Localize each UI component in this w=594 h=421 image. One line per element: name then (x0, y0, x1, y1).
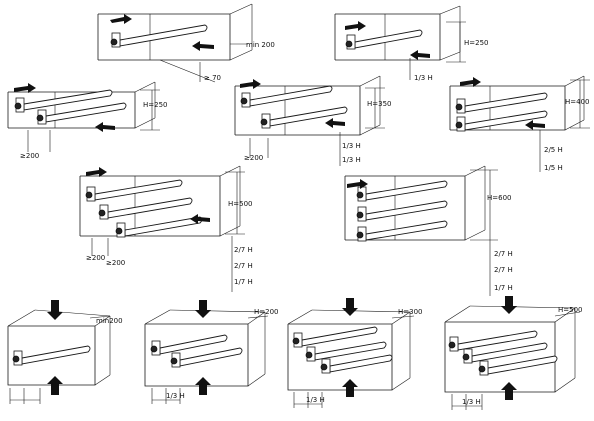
airflow-arrow (47, 300, 63, 320)
detail-1-single-pipe: min 200 ≥ 70 (97, 3, 275, 83)
airflow-arrow (345, 21, 366, 31)
dim-label: min200 (96, 317, 123, 325)
airflow-arrow (342, 298, 358, 316)
dim-label: 2/7 H (234, 262, 253, 270)
dim-label: 2/5 H (544, 146, 563, 154)
airflow-arrow (501, 296, 517, 314)
airflow-arrow (501, 382, 517, 400)
dim-label: 1/3 H (462, 398, 481, 406)
detail-4-double-pipe: H=350 ≥200 1/3 H 1/3 H (234, 75, 392, 166)
detail-7-triple-pipe: H=600 2/7 H 2/7 H 1/7 H (344, 165, 513, 296)
airflow-arrow (47, 376, 63, 395)
detail-8-vertical-flow: min200 (7, 300, 123, 404)
dim-label: 1/3 H (306, 396, 325, 404)
dim-label: 1/3 H (342, 142, 361, 150)
dim-label: H=250 (143, 101, 168, 109)
airflow-arrow (110, 14, 132, 24)
dim-label: H=500 (228, 200, 253, 208)
dim-label: 1/3 H (166, 392, 185, 400)
dim-label: 1/7 H (494, 284, 513, 292)
detail-2-single-pipe: H=250 1/3 H (334, 5, 489, 82)
dim-label: 2/7 H (234, 246, 253, 254)
airflow-arrow (14, 83, 36, 93)
airflow-arrow (86, 167, 107, 177)
dim-label: ≥200 (86, 254, 105, 262)
detail-10-vertical-flow: H=300 1/3 H (287, 298, 423, 408)
dim-label: ≥ 70 (204, 74, 221, 82)
dim-label: ≥200 (106, 259, 125, 267)
detail-5-double-pipe: H=400 2/5 H 1/5 H (449, 75, 590, 172)
dim-label: 1/3 H (342, 156, 361, 164)
airflow-arrow (525, 120, 545, 130)
airflow-arrow (325, 118, 345, 128)
airflow-arrow (195, 300, 211, 318)
detail-11-vertical-flow: H=500 1/3 H (444, 296, 583, 410)
airflow-arrow (410, 50, 430, 60)
airflow-arrow (240, 79, 261, 89)
dim-label: min 200 (246, 41, 275, 49)
airflow-arrow (342, 379, 358, 397)
dim-label: 1/3 H (414, 74, 433, 82)
dim-label: 1/7 H (234, 278, 253, 286)
dim-label: H=300 (398, 308, 423, 316)
dim-label: H=200 (254, 308, 279, 316)
dim-label: ≥200 (20, 152, 39, 160)
airflow-arrow (190, 214, 210, 224)
airflow-arrow (95, 122, 115, 132)
dim-label: H=500 (558, 306, 583, 314)
detail-9-vertical-flow: H=200 1/3 H (144, 300, 279, 404)
detail-3-double-pipe: H=250 ≥200 (7, 81, 168, 160)
dim-label: 2/7 H (494, 266, 513, 274)
airflow-arrow (192, 41, 214, 51)
dim-label: H=600 (487, 194, 512, 202)
dim-label: H=250 (464, 39, 489, 47)
dim-label: ≥200 (244, 154, 263, 162)
dim-label: 1/5 H (544, 164, 563, 172)
dim-label: H=350 (367, 100, 392, 108)
airflow-arrow (460, 77, 481, 87)
dim-label: 2/7 H (494, 250, 513, 258)
detail-6-triple-pipe: H=500 ≥200 ≥200 2/7 H 2/7 H 1/7 H (79, 165, 253, 292)
airflow-arrow (347, 179, 368, 189)
dim-label: H=400 (565, 98, 590, 106)
airflow-arrow (195, 377, 211, 395)
